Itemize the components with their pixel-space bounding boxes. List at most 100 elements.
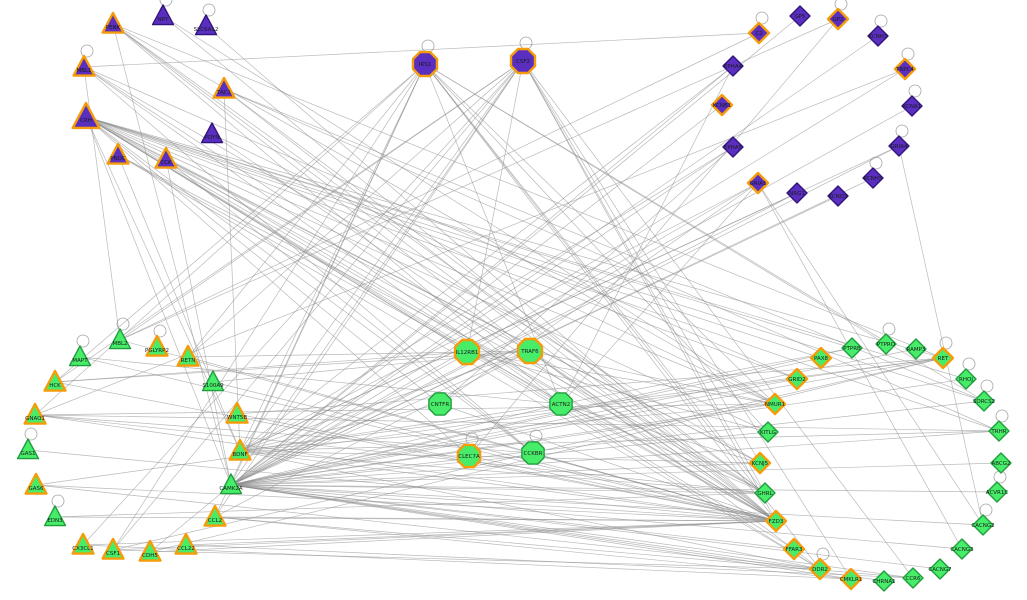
- node-RETN[interactable]: RETN: [176, 344, 200, 367]
- triangle-shape-icon: [106, 142, 130, 165]
- diamond-shape-icon: [827, 185, 849, 207]
- triangle-shape-icon: [71, 532, 95, 555]
- node-CACNG7[interactable]: CACNG7: [928, 558, 952, 580]
- edge-PENK-ACTN2: [112, 23, 562, 405]
- edge-CSF2-MBL2: [119, 60, 524, 341]
- self-loop-RET: [939, 336, 953, 350]
- edge-BDNF-ACTN2: [239, 403, 562, 452]
- node-CNTFR[interactable]: CNTFR: [428, 392, 452, 416]
- edge-PENK-TRAF6: [112, 23, 531, 352]
- edge-NRG1-CAMK2A: [230, 192, 798, 486]
- edge-CSF2-CAMK2A: [230, 60, 524, 486]
- node-CCL22[interactable]: CCL22: [174, 532, 198, 555]
- node-KCNA1[interactable]: KCNA1: [901, 95, 923, 117]
- diamond-shape-icon: [955, 368, 977, 390]
- node-CLEC7A[interactable]: CLEC7A: [456, 443, 482, 469]
- edge-GP2-CLEC7A: [468, 18, 839, 457]
- node-CSF1[interactable]: CSF1: [101, 537, 125, 560]
- node-PTPRB[interactable]: PTPRB: [841, 337, 863, 359]
- node-FZD3[interactable]: FZD3: [764, 509, 788, 533]
- node-MBL1[interactable]: MBL1: [72, 54, 96, 77]
- node-PAX8[interactable]: PAX8: [809, 346, 833, 370]
- node-HCK[interactable]: HCK: [43, 369, 67, 392]
- node-S100A9[interactable]: S100A9: [201, 370, 225, 392]
- node-EDN3[interactable]: EDN3: [43, 505, 67, 527]
- edge-CSF2-CCR6: [522, 60, 914, 579]
- node-TRPC4[interactable]: TRPC4: [893, 57, 917, 81]
- node-CCR6[interactable]: CCR6: [902, 567, 924, 589]
- node-NPY[interactable]: NPY: [151, 4, 175, 26]
- edge-MAPT-FZD3: [79, 356, 777, 522]
- self-loop-SORCS2: [980, 379, 994, 393]
- edge-NPY-NMUR1: [162, 15, 776, 405]
- node-IL12RB1[interactable]: IL12RB1: [453, 338, 481, 366]
- node-GAS1[interactable]: GAS1: [16, 438, 40, 460]
- edge-TRAF6-GHRL: [529, 350, 766, 494]
- triangle-shape-icon: [151, 4, 175, 26]
- node-CCKBR[interactable]: CCKBR: [521, 441, 545, 465]
- diamond-shape-icon: [785, 367, 809, 391]
- node-EPHA4[interactable]: EPHA4: [722, 55, 744, 77]
- node-C2[interactable]: C2: [747, 21, 771, 45]
- edge-GAS6-DDR2: [35, 484, 821, 570]
- node-KCNQ3[interactable]: KCNQ3: [827, 185, 849, 207]
- node-MAPT[interactable]: MAPT: [68, 345, 92, 367]
- node-RET[interactable]: RET: [931, 346, 955, 370]
- node-DDR2[interactable]: DDR2: [808, 557, 832, 581]
- node-ACTN2[interactable]: ACTN2: [549, 392, 573, 416]
- node-TRHR[interactable]: TRHR: [988, 420, 1010, 442]
- node-TRAF6[interactable]: TRAF6: [516, 337, 544, 365]
- node-GRIA1[interactable]: GRIA1: [746, 171, 770, 195]
- diamond-shape-icon: [929, 558, 951, 580]
- edge-PENK-FZD3: [112, 23, 777, 522]
- triangle-shape-icon: [43, 505, 67, 527]
- node-PENK[interactable]: PENK: [101, 11, 125, 34]
- node-SLC6A12[interactable]: SLC6A12: [194, 14, 219, 36]
- diamond-shape-icon: [782, 537, 806, 561]
- node-CACNG3[interactable]: CACNG3: [950, 538, 974, 560]
- node-GHRL[interactable]: GHRL: [754, 482, 776, 504]
- node-PTPRO[interactable]: PTPRO: [875, 333, 897, 355]
- edge-CRH-TRHR: [85, 116, 1000, 432]
- node-KCNH3[interactable]: KCNH3: [867, 25, 889, 47]
- node-CACNG2[interactable]: CACNG2: [971, 514, 995, 536]
- edge-GP2-MBL2: [119, 18, 839, 341]
- node-GRID2[interactable]: GRID2: [785, 367, 809, 391]
- node-CCL2[interactable]: CCL2: [203, 504, 227, 527]
- node-GP5[interactable]: GP5: [789, 5, 811, 27]
- node-CSF2[interactable]: CSF2: [509, 47, 537, 75]
- edge-IL12RB1-NMUR1: [466, 351, 776, 405]
- edge-CAMK2A-CCR6: [230, 484, 914, 579]
- node-FFAR3[interactable]: FFAR3: [782, 537, 806, 561]
- edge-ACTN2-PTPRB: [560, 347, 853, 405]
- node-TAC1[interactable]: TAC1: [212, 76, 236, 99]
- node-ABCG2[interactable]: ABCG2: [990, 452, 1012, 474]
- diamond-shape-icon: [754, 482, 776, 504]
- triangle-shape-icon: [101, 537, 125, 560]
- node-GRIA4[interactable]: GRIA4: [888, 135, 910, 157]
- node-SORCS2[interactable]: SORCS2: [973, 390, 995, 412]
- edge-EDN3-FZD3: [54, 516, 777, 522]
- node-NRG1[interactable]: NRG1: [786, 182, 808, 204]
- edge-GNAO1-CCKBR: [34, 414, 534, 454]
- edge-CAMK2A-SORCS2: [230, 400, 985, 486]
- node-CHRNA1[interactable]: CHRNA1: [872, 570, 896, 592]
- node-CRH[interactable]: CRH: [71, 101, 101, 130]
- node-KCNB1[interactable]: KCNB1: [710, 93, 734, 117]
- node-GNAO1[interactable]: GNAO1: [23, 402, 47, 425]
- edge-CCK-KCNJ5: [165, 158, 761, 464]
- edge-CSF2-CMKLR1: [522, 60, 852, 580]
- edge-CAMK2A-ACTN2: [230, 403, 562, 486]
- node-GP2[interactable]: GP2: [826, 7, 850, 31]
- node-ACVR1C[interactable]: ACVR1C: [986, 481, 1009, 503]
- triangle-shape-icon: [203, 504, 227, 527]
- node-IRS1[interactable]: IRS1: [411, 50, 439, 78]
- self-loop-NPY: [159, 0, 173, 7]
- node-PGLYRP2[interactable]: PGLYRP2: [145, 334, 169, 357]
- edge-IRS1-GHRL: [424, 63, 766, 494]
- triangle-shape-icon: [24, 472, 48, 495]
- node-KCNH5[interactable]: KCNH5: [862, 167, 884, 189]
- edges-layer: [24, 0, 1009, 582]
- node-WNT5B[interactable]: WNT5B: [225, 401, 249, 424]
